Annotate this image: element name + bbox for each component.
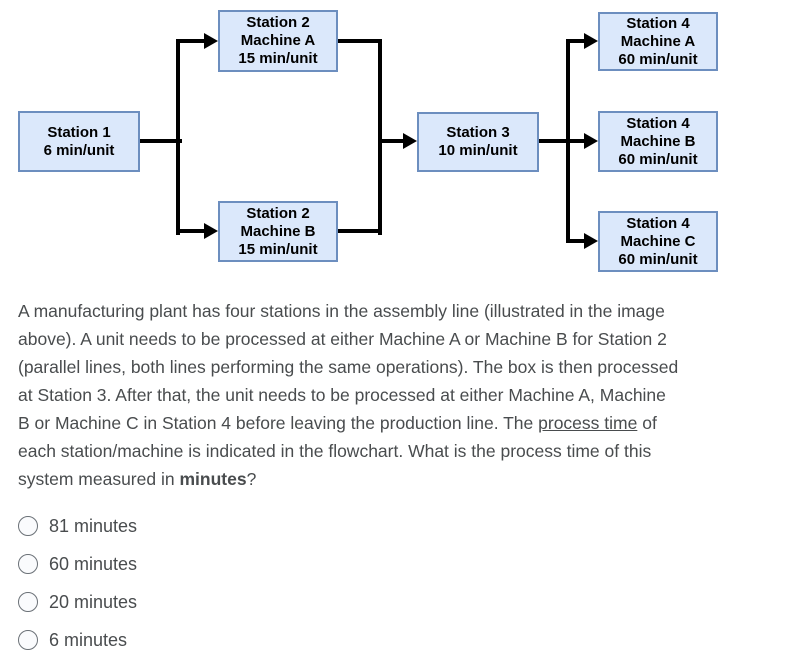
flow-node-label: Machine A xyxy=(620,32,696,50)
answer-option-3[interactable]: 20 minutes xyxy=(18,591,794,613)
arrowhead-icon xyxy=(584,33,598,49)
connector-line xyxy=(566,139,584,143)
connector-line xyxy=(378,39,382,235)
flow-node-label: Station 2 xyxy=(246,14,310,31)
answer-option-4[interactable]: 6 minutes xyxy=(18,629,794,651)
flow-node-label: 15 min/unit xyxy=(238,240,318,258)
connector-line xyxy=(378,139,403,143)
flow-node-label: 6 min/unit xyxy=(43,141,115,159)
question-text-segment: B or Machine C in Station 4 before leavi… xyxy=(18,413,539,433)
question-text-segment: system measured in xyxy=(18,469,180,489)
connector-line xyxy=(338,229,382,233)
question-text: A manufacturing plant has four stations … xyxy=(18,297,764,493)
flow-node-label: 60 min/unit xyxy=(618,250,698,268)
flow-node-label: Machine B xyxy=(240,222,316,240)
radio-button[interactable] xyxy=(18,592,38,612)
radio-button[interactable] xyxy=(18,516,38,536)
answer-option-label: 6 minutes xyxy=(49,629,128,650)
flow-node-label: Machine B xyxy=(620,132,696,150)
flow-node-label: Station 4 xyxy=(626,214,690,232)
flow-node-label: Machine C xyxy=(620,232,696,250)
question-text-segment: each station/machine is indicated in the… xyxy=(18,441,652,461)
answer-option-label: 81 minutes xyxy=(49,515,138,536)
radio-button[interactable] xyxy=(18,630,38,650)
connector-line xyxy=(140,139,182,143)
question-text-segment: above). A unit needs to be processed at … xyxy=(18,329,667,349)
arrowhead-icon xyxy=(584,133,598,149)
flow-node-label: 60 min/unit xyxy=(618,50,698,68)
answer-options-group: 81 minutes 60 minutes 20 minutes 6 minutes xyxy=(18,515,794,651)
flow-node-label: Machine A xyxy=(240,32,316,49)
answer-option-2[interactable]: 60 minutes xyxy=(18,553,794,575)
answer-option-label: 60 minutes xyxy=(49,553,138,574)
flow-node-label: 10 min/unit xyxy=(438,142,518,159)
connector-line xyxy=(176,229,204,233)
arrowhead-icon xyxy=(584,233,598,249)
arrowhead-icon xyxy=(204,33,218,49)
connector-line xyxy=(338,39,382,43)
answer-option-label: 20 minutes xyxy=(49,591,138,612)
flow-node-label: Station 4 xyxy=(626,14,690,32)
question-text-segment: minutes xyxy=(179,469,247,489)
flow-node-label: Station 3 xyxy=(446,124,510,141)
question-text-segment: (parallel lines, both lines performing t… xyxy=(18,357,679,377)
flow-node-label: Station 1 xyxy=(47,123,111,141)
flow-node-label: 15 min/unit xyxy=(238,50,318,67)
flow-node-label: 60 min/unit xyxy=(618,150,698,168)
connector-line xyxy=(539,139,568,143)
flow-node-label: Station 4 xyxy=(626,114,690,132)
question-text-segment: process time xyxy=(538,413,638,433)
connector-line xyxy=(176,39,204,43)
connector-line xyxy=(566,239,584,243)
question-text-segment: A manufacturing plant has four stations … xyxy=(18,301,665,321)
answer-option-1[interactable]: 81 minutes xyxy=(18,515,794,537)
radio-button[interactable] xyxy=(18,554,38,574)
connector-line xyxy=(176,39,180,235)
arrowhead-icon xyxy=(403,133,417,149)
connector-line xyxy=(566,39,584,43)
flow-node-label: Station 2 xyxy=(246,204,310,222)
arrowhead-icon xyxy=(204,223,218,239)
question-text-segment: of xyxy=(637,413,657,433)
question-text-segment: ? xyxy=(246,469,257,489)
question-text-segment: at Station 3. After that, the unit needs… xyxy=(18,385,666,405)
